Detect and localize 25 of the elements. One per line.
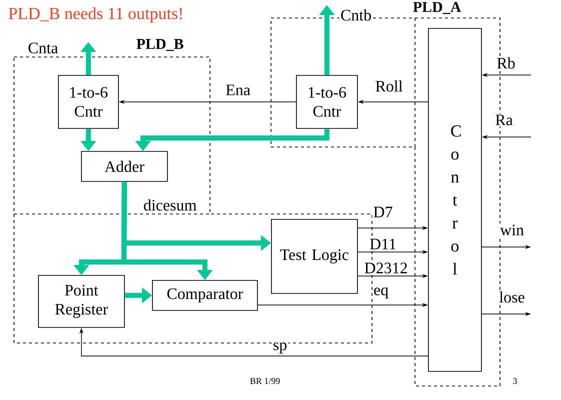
- control-box: C o n t r o l: [428, 28, 482, 372]
- edge-label: Cntb: [339, 8, 373, 22]
- edge-label: Cnta: [26, 42, 60, 54]
- edge-label: Roll: [374, 79, 404, 93]
- block-box: Test Logic: [271, 219, 358, 294]
- edge-label: eq: [372, 286, 390, 300]
- block-box: Comparator: [152, 280, 258, 311]
- footer-text: BR 1/99: [250, 378, 280, 384]
- edge-label: dicesum: [142, 198, 198, 212]
- edge-label: sp: [272, 342, 288, 354]
- title: PLD_B needs 11 outputs!: [8, 7, 182, 23]
- edge-label: Ena: [224, 84, 252, 96]
- edge-label: D2312: [363, 262, 409, 274]
- block-box: Adder: [81, 151, 168, 182]
- page-number: 3: [513, 378, 517, 384]
- edge-label: Ra: [494, 114, 514, 126]
- edge-label: lose: [498, 290, 526, 304]
- block-box: 1-to-6 Cntr: [296, 75, 358, 129]
- edge-label: D7: [372, 206, 394, 218]
- node-label: PLD_A: [413, 2, 462, 14]
- block-box: Point Register: [38, 275, 125, 328]
- edge-label: win: [499, 224, 525, 236]
- edge-label: Rb: [496, 56, 516, 70]
- node-label: PLD_B: [136, 39, 184, 51]
- block-box: 1-to-6 Cntr: [58, 75, 119, 129]
